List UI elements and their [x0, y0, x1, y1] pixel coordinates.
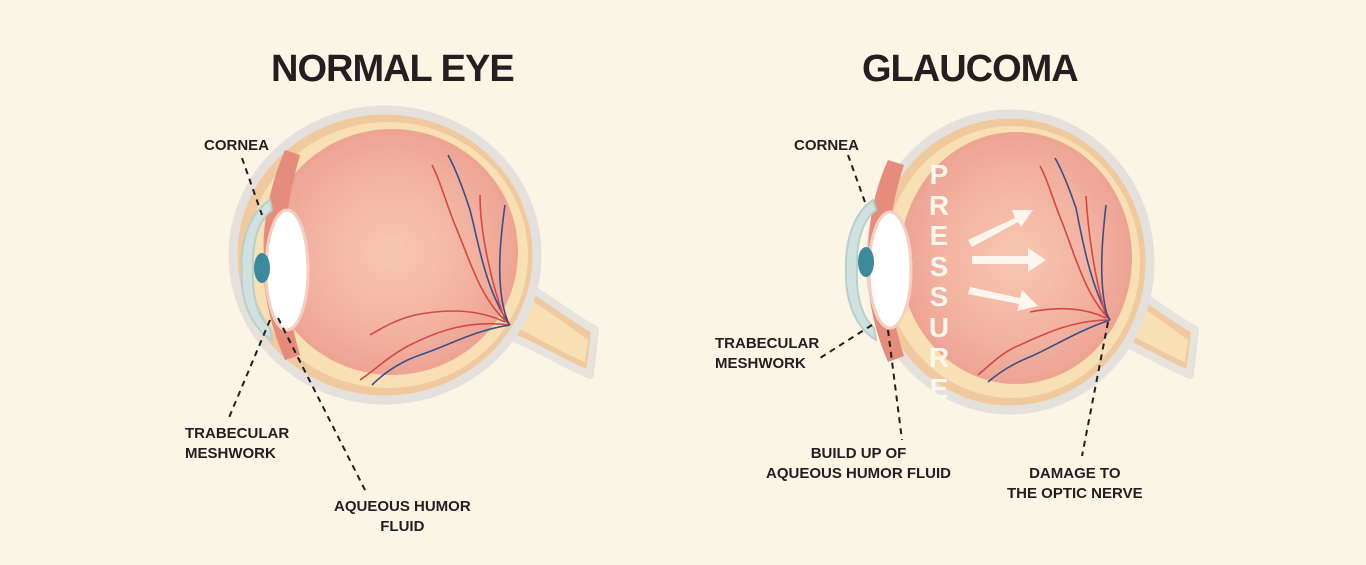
retinal-vessels — [359, 154, 511, 386]
label-trabecular-normal-line2: MESHWORK — [185, 445, 276, 462]
cornea-shape — [240, 198, 274, 343]
label-aqueous-normal-line1: AQUEOUS HUMOR — [334, 498, 471, 515]
vitreous-body — [266, 129, 518, 375]
pressure-letter: U — [928, 311, 950, 343]
lens — [264, 208, 310, 332]
cornea-shape-glaucoma — [844, 198, 878, 343]
glaucoma-eye — [844, 109, 1199, 415]
pressure-letter: E — [929, 372, 949, 404]
pressure-arrows — [968, 210, 1046, 311]
arrow-down-right — [968, 287, 1038, 311]
label-damage-glaucoma-line1: DAMAGE TO — [1029, 465, 1121, 482]
label-trabecular-glaucoma: TRABECULAR MESHWORK — [715, 334, 819, 374]
iris-glaucoma — [858, 247, 874, 277]
iris — [254, 253, 270, 283]
pressure-letter: S — [929, 250, 949, 282]
retinal-vessels-glaucoma — [977, 157, 1111, 383]
title-glaucoma: GLAUCOMA — [862, 48, 1079, 90]
label-cornea-glaucoma: CORNEA — [794, 137, 860, 154]
label-aqueous-normal: AQUEOUS HUMOR FLUID — [334, 497, 471, 537]
leader-trabecular-normal — [227, 319, 271, 421]
pressure-word: P R E S S U R E — [924, 159, 954, 404]
leader-cornea-glaucoma — [847, 154, 867, 206]
arrow-up-right — [968, 210, 1033, 247]
label-buildup-glaucoma-line2: AQUEOUS HUMOR FLUID — [766, 465, 951, 482]
label-trabecular-glaucoma-line1: TRABECULAR — [715, 335, 820, 352]
label-trabecular-glaucoma-line2: MESHWORK — [715, 355, 806, 372]
label-aqueous-normal-line2: FLUID — [380, 518, 425, 535]
label-damage-glaucoma-line2: THE OPTIC NERVE — [1007, 485, 1143, 502]
leader-damage-glaucoma — [1081, 321, 1109, 457]
label-buildup-glaucoma: BUILD UP OF AQUEOUS HUMOR FLUID — [766, 444, 951, 484]
label-damage-glaucoma: DAMAGE TO THE OPTIC NERVE — [1007, 464, 1143, 504]
pressure-letter: R — [928, 189, 950, 221]
leader-lines — [227, 154, 1109, 493]
arrow-right — [972, 248, 1046, 272]
normal-eye — [228, 105, 599, 405]
pressure-letter: S — [929, 281, 949, 312]
label-buildup-glaucoma-line1: BUILD UP OF — [810, 445, 907, 462]
leader-buildup-glaucoma — [887, 329, 903, 441]
pressure-letter: E — [929, 220, 949, 251]
label-cornea-normal: CORNEA — [204, 137, 270, 154]
label-trabecular-normal: TRABECULAR MESHWORK — [185, 424, 289, 464]
pressure-letter: P — [929, 159, 949, 190]
label-trabecular-normal-line1: TRABECULAR — [185, 425, 290, 442]
pressure-letter: R — [928, 342, 950, 373]
title-normal-eye: NORMAL EYE — [271, 48, 515, 90]
lens-glaucoma — [867, 210, 913, 330]
